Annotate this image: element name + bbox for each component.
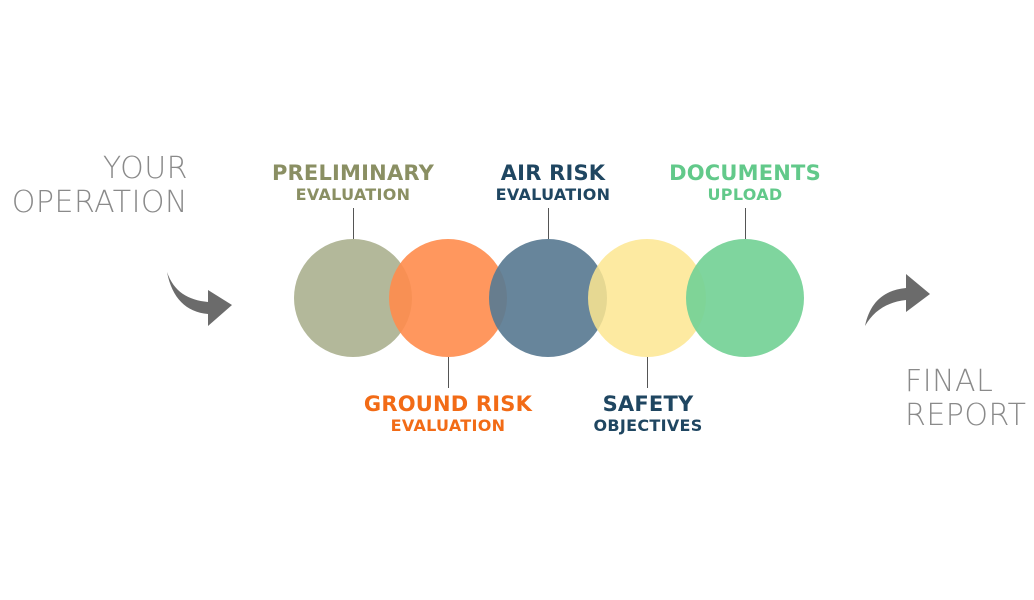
circle-documents — [686, 239, 804, 357]
output-caption-line-1: FINAL — [905, 364, 994, 399]
label-ground-risk-subtitle: EVALUATION — [390, 416, 506, 435]
label-preliminary-subtitle: EVALUATION — [295, 185, 411, 204]
label-preliminary-title: PRELIMINARY — [271, 161, 435, 185]
label-safety: SAFETY OBJECTIVES — [593, 393, 702, 436]
output-caption-line-2: REPORT — [905, 398, 1027, 433]
circle-preliminary — [294, 239, 412, 357]
circle-safety — [588, 239, 706, 357]
input-caption: YOUR OPERATION — [12, 152, 188, 220]
label-ground-risk: GROUND RISK EVALUATION — [364, 393, 532, 436]
curved-arrow-icon — [865, 274, 930, 326]
connector-ground-risk — [448, 357, 449, 388]
label-air-risk: AIR RISK EVALUATION — [496, 162, 611, 205]
input-caption-line-2: OPERATION — [11, 185, 188, 220]
label-ground-risk-title: GROUND RISK — [363, 392, 533, 416]
circle-air-risk — [489, 239, 607, 357]
connector-preliminary — [353, 208, 354, 239]
label-air-risk-subtitle: EVALUATION — [495, 185, 611, 204]
label-safety-title: SAFETY — [602, 392, 694, 416]
label-documents-subtitle: UPLOAD — [707, 185, 783, 204]
label-documents-title: DOCUMENTS — [669, 161, 821, 185]
input-caption-line-1: YOUR — [102, 151, 188, 186]
output-arrow-shape — [865, 274, 930, 326]
label-documents: DOCUMENTS UPLOAD — [669, 162, 821, 205]
circle-ground-risk — [389, 239, 507, 357]
curved-arrow-icon — [167, 272, 232, 326]
connector-documents — [745, 208, 746, 239]
output-caption: FINAL REPORT — [905, 365, 1027, 433]
label-preliminary: PRELIMINARY EVALUATION — [272, 162, 434, 205]
label-safety-subtitle: OBJECTIVES — [593, 416, 703, 435]
connector-air-risk — [548, 208, 549, 239]
input-arrow-shape — [167, 272, 232, 326]
connector-safety — [647, 357, 648, 388]
label-air-risk-title: AIR RISK — [500, 161, 606, 185]
